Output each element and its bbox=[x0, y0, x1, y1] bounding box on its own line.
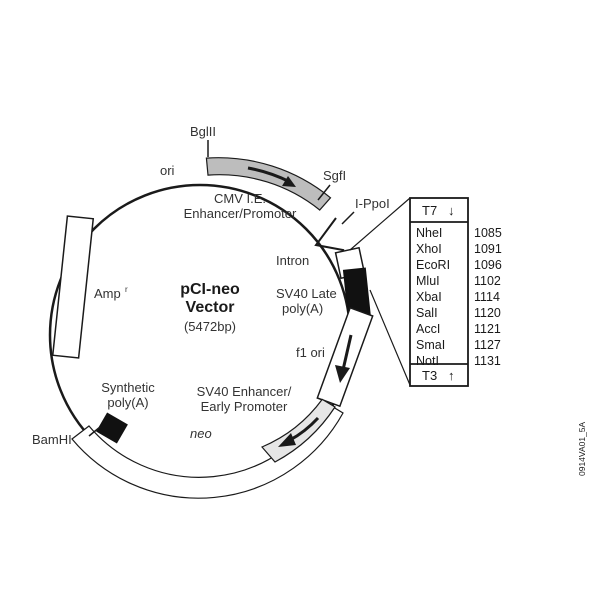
sv40-late-label-line1: SV40 Late bbox=[276, 286, 337, 301]
bglii-label: BglII bbox=[190, 124, 216, 139]
mcs-enzyme-name: SalI bbox=[416, 306, 438, 320]
mcs-enzyme-position: 1102 bbox=[474, 274, 501, 288]
vector-title-line2: Vector bbox=[186, 299, 235, 316]
cmv-arrowhead-icon bbox=[282, 176, 296, 187]
mcs-enzyme-name: XhoI bbox=[416, 242, 442, 256]
mcs-connector-bottom bbox=[369, 289, 411, 386]
mcs-enzyme-position: 1114 bbox=[474, 290, 500, 304]
amp-resistance-gene bbox=[51, 215, 95, 359]
intron-linker bbox=[314, 217, 345, 256]
mcs-enzyme-position: 1096 bbox=[474, 258, 502, 272]
synthetic-polya-block bbox=[96, 412, 128, 444]
sv40-early-arrowhead-icon bbox=[278, 433, 296, 447]
mcs-enzyme-name: EcoRI bbox=[416, 258, 450, 272]
mcs-enzyme-list: NheI 1085 XhoI 1091 EcoRI 1096 MluI 1102… bbox=[416, 226, 502, 368]
t7-label: T7 bbox=[422, 203, 437, 218]
amp-label: Amp bbox=[94, 286, 121, 301]
bamhi-label: BamHI bbox=[32, 432, 72, 447]
synthetic-polya-label-line1: Synthetic bbox=[101, 380, 155, 395]
mcs-enzyme-name: NotI bbox=[416, 354, 439, 368]
mcs-enzyme-name: MluI bbox=[416, 274, 440, 288]
bamhi-site-tick bbox=[88, 426, 101, 437]
vector-size: (5472bp) bbox=[184, 319, 236, 334]
f1-arrowhead-icon bbox=[335, 365, 350, 383]
mcs-enzyme-position: 1121 bbox=[474, 322, 501, 336]
i-ppoi-site-tick bbox=[341, 211, 355, 225]
t7-arrow-icon: ↓ bbox=[448, 203, 455, 218]
synthetic-polya-label-line2: poly(A) bbox=[107, 395, 148, 410]
mcs-enzyme-name: XbaI bbox=[416, 290, 442, 304]
sv40-late-label-line2: poly(A) bbox=[282, 301, 323, 316]
cmv-label-line1: CMV I.E. bbox=[214, 191, 266, 206]
mcs-enzyme-position: 1127 bbox=[474, 338, 501, 352]
mcs-connector-top bbox=[349, 197, 411, 251]
neo-gene-segment bbox=[71, 401, 344, 499]
f1-direction-arrow bbox=[341, 334, 353, 371]
sgfi-site-tick bbox=[317, 184, 331, 201]
mcs-enzyme-position: 1131 bbox=[474, 354, 501, 368]
mcs-enzyme-position: 1091 bbox=[474, 242, 502, 256]
t3-arrow-icon: ↑ bbox=[448, 368, 455, 383]
neo-label: neo bbox=[190, 426, 212, 441]
vector-title-line1: pCI-neo bbox=[180, 281, 240, 298]
mcs-box bbox=[409, 197, 469, 387]
sv40-early-label-line1: SV40 Enhancer/ bbox=[197, 384, 292, 399]
cmv-promoter-segment bbox=[205, 157, 332, 211]
sv40-early-label-line2: Early Promoter bbox=[201, 399, 288, 414]
mcs-enzyme-name: AccI bbox=[416, 322, 440, 336]
mcs-enzyme-name: SmaI bbox=[416, 338, 445, 352]
mcs-enzyme-name: NheI bbox=[416, 226, 442, 240]
intron-label: Intron bbox=[276, 253, 309, 268]
cmv-label-line2: Enhancer/Promoter bbox=[184, 206, 297, 221]
ori-label: ori bbox=[160, 163, 175, 178]
i-ppoi-label: I-PpoI bbox=[355, 196, 390, 211]
f1-ori-label: f1 ori bbox=[296, 345, 325, 360]
mcs-enzyme-position: 1085 bbox=[474, 226, 502, 240]
amp-superscript: r bbox=[125, 285, 128, 294]
figure-code: 0914VA01_5A bbox=[577, 421, 587, 476]
t3-label: T3 bbox=[422, 368, 437, 383]
sgfi-label: SgfI bbox=[323, 168, 346, 183]
mcs-enzyme-position: 1120 bbox=[474, 306, 501, 320]
